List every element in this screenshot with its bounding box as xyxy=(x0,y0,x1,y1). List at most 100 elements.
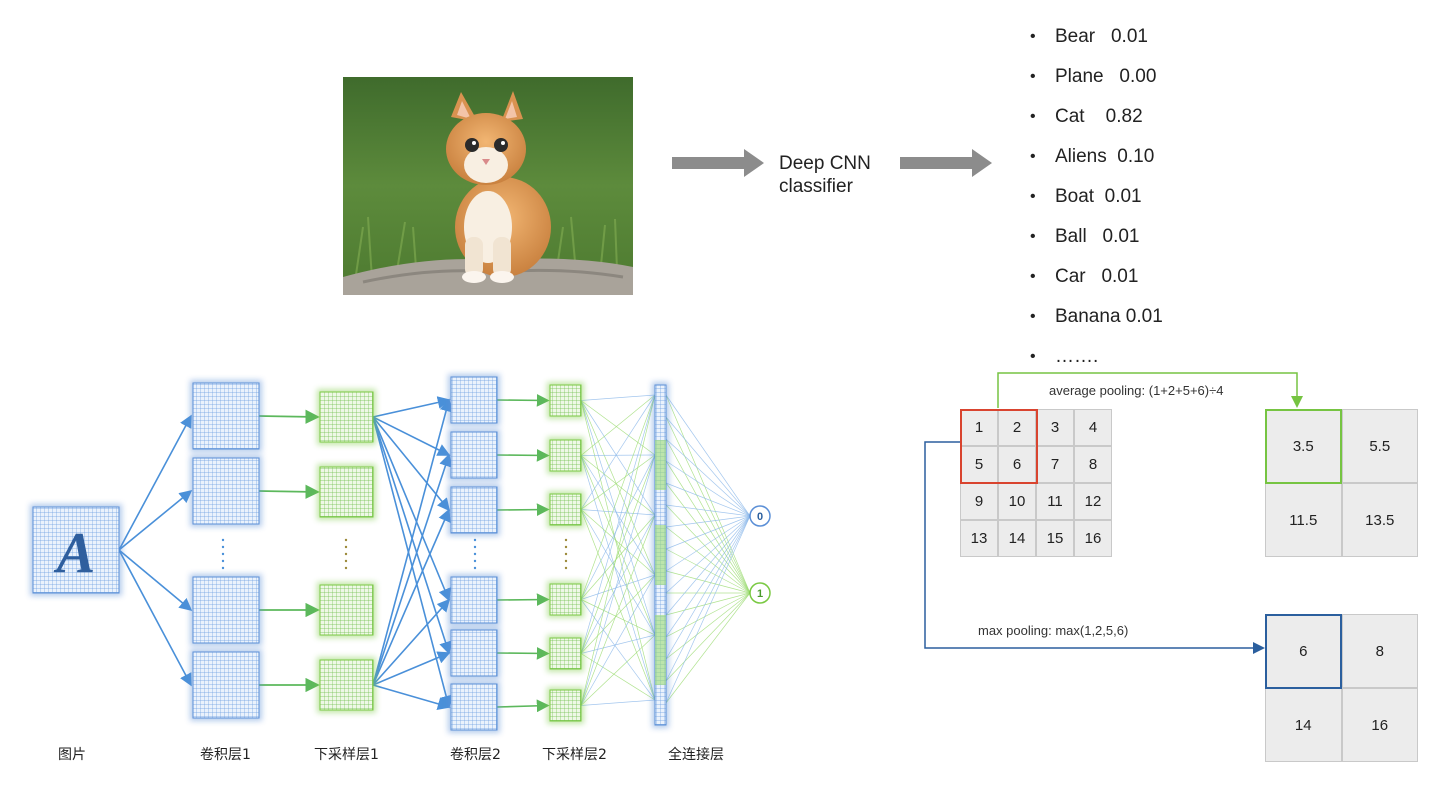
grid-cell: 13 xyxy=(960,520,998,557)
grid-cell: 5.5 xyxy=(1341,409,1418,483)
grid-cell: 9 xyxy=(960,483,998,520)
pool2-feature-map xyxy=(547,635,584,672)
edge-pool2-fc xyxy=(580,394,656,654)
avg-pool-connector xyxy=(997,372,1303,408)
layer-label-pool2: 下采样层2 xyxy=(542,747,607,763)
edge-pool1-conv2 xyxy=(372,416,453,709)
edge-conv2-pool2 xyxy=(496,646,550,660)
edge-pool2-fc xyxy=(580,454,656,654)
grid-cell: 16 xyxy=(1074,520,1112,557)
layer-label-conv1: 卷积层1 xyxy=(200,747,251,763)
edge-pool2-fc xyxy=(580,400,656,636)
edge-conv2-pool2 xyxy=(496,503,550,517)
arrow-to-results xyxy=(900,149,992,177)
edge-fc-output1 xyxy=(665,460,751,594)
pool1-feature-map xyxy=(317,657,376,713)
max-pool-connector xyxy=(924,441,1265,654)
edge-conv1-pool1 xyxy=(258,409,320,424)
average-pooling-output-grid: 3.5 5.5 11.5 13.5 xyxy=(1265,409,1418,557)
ellipsis-dots xyxy=(344,538,348,570)
kitten-photo xyxy=(343,77,633,295)
edge-input-conv1 xyxy=(118,489,193,551)
edge-fc-output1 xyxy=(665,592,751,704)
edge-fc-output1 xyxy=(665,548,751,594)
edge-pool2-fc xyxy=(580,454,656,706)
edge-pool1-conv2 xyxy=(372,508,451,686)
pooling-connectors xyxy=(924,372,1303,654)
grid-cell: 14 xyxy=(998,520,1036,557)
edge-pool2-fc xyxy=(580,455,656,636)
edge-pool2-fc xyxy=(580,509,656,516)
grid-cell: 14 xyxy=(1265,688,1342,762)
ellipsis-dots xyxy=(473,538,477,570)
layer-label-input: 图片 xyxy=(58,747,86,763)
class-item: Ball 0.01 xyxy=(1030,223,1163,263)
edge-pool1-conv2 xyxy=(372,398,453,686)
edge-pool2-fc xyxy=(580,454,656,456)
grid-cell: 3 xyxy=(1036,409,1074,446)
edge-fc-output0 xyxy=(665,515,751,682)
edge-pool2-fc xyxy=(580,509,656,701)
output-node-0: 0 xyxy=(749,505,771,527)
edge-input-conv1 xyxy=(118,549,192,687)
edge-conv2-pool2 xyxy=(496,593,550,607)
class-item: Aliens 0.10 xyxy=(1030,143,1163,183)
edge-pool2-fc xyxy=(580,574,656,654)
class-item: Boat 0.01 xyxy=(1030,183,1163,223)
edge-input-conv1 xyxy=(118,549,193,612)
edge-fc-output0 xyxy=(665,515,751,704)
edge-pool2-fc xyxy=(580,574,656,600)
pool1-feature-map xyxy=(317,582,376,638)
edge-pool2-fc xyxy=(580,599,656,701)
edge-pool1-conv2 xyxy=(372,684,451,711)
edge-pool2-fc xyxy=(580,509,656,576)
pool1-feature-map xyxy=(317,389,376,445)
conv1-feature-map xyxy=(190,649,262,721)
conv2-feature-map xyxy=(448,374,500,426)
edge-pool1-conv2 xyxy=(372,598,451,686)
grid-cell: 4 xyxy=(1074,409,1112,446)
conv2-feature-map xyxy=(448,429,500,481)
edge-fc-output0 xyxy=(665,515,751,528)
layer-label-conv2: 卷积层2 xyxy=(450,747,501,763)
cnn-architecture-diagram: A 0 1 xyxy=(30,374,771,733)
edge-pool1-conv2 xyxy=(372,416,451,456)
average-pooling-label: average pooling: (1+2+5+6)÷4 xyxy=(1049,383,1224,398)
input-glyph: A xyxy=(54,520,96,585)
edge-fc-output0 xyxy=(665,515,751,638)
class-item: ……. xyxy=(1030,343,1163,383)
max-pooling-label: max pooling: max(1,2,5,6) xyxy=(978,623,1129,638)
edge-fc-output0 xyxy=(665,438,751,517)
grid-cell: 7 xyxy=(1036,446,1074,483)
conv1-feature-map xyxy=(190,380,262,452)
edge-pool2-fc xyxy=(580,574,656,706)
edge-pool2-fc xyxy=(580,514,656,600)
edge-pool1-conv2 xyxy=(372,396,451,418)
class-probability-list: Bear 0.01 Plane 0.00 Cat 0.82 Aliens 0.1… xyxy=(1030,23,1163,383)
output-label-1: 1 xyxy=(757,588,763,600)
class-item: Banana 0.01 xyxy=(1030,303,1163,343)
output-node-1: 1 xyxy=(749,582,771,604)
layer-label-pool1: 下采样层1 xyxy=(314,747,379,763)
grid-cell: 8 xyxy=(1074,446,1112,483)
class-item: Plane 0.00 xyxy=(1030,63,1163,103)
edge-pool2-fc xyxy=(580,634,656,706)
edge-pool2-fc xyxy=(580,634,656,654)
max-pooling-highlight xyxy=(1265,614,1342,689)
edge-fc-output1 xyxy=(665,592,751,682)
edge-fc-output0 xyxy=(665,515,751,550)
edge-pool1-conv2 xyxy=(372,453,452,686)
edge-fc-output1 xyxy=(665,570,751,594)
pool2-feature-map xyxy=(547,382,584,419)
cnn-layers xyxy=(30,374,669,733)
pool2-feature-map xyxy=(547,437,584,474)
classifier-label: Deep CNN classifier xyxy=(779,152,899,198)
edge-fc-output0 xyxy=(665,515,751,616)
grid-cell: 2 xyxy=(998,409,1036,446)
edge-pool2-fc xyxy=(580,599,656,636)
pool1-feature-map xyxy=(317,464,376,520)
conv1-feature-map xyxy=(190,574,262,646)
edge-pool2-fc xyxy=(580,509,656,636)
edge-fc-output0 xyxy=(665,515,751,660)
class-item: Bear 0.01 xyxy=(1030,23,1163,63)
